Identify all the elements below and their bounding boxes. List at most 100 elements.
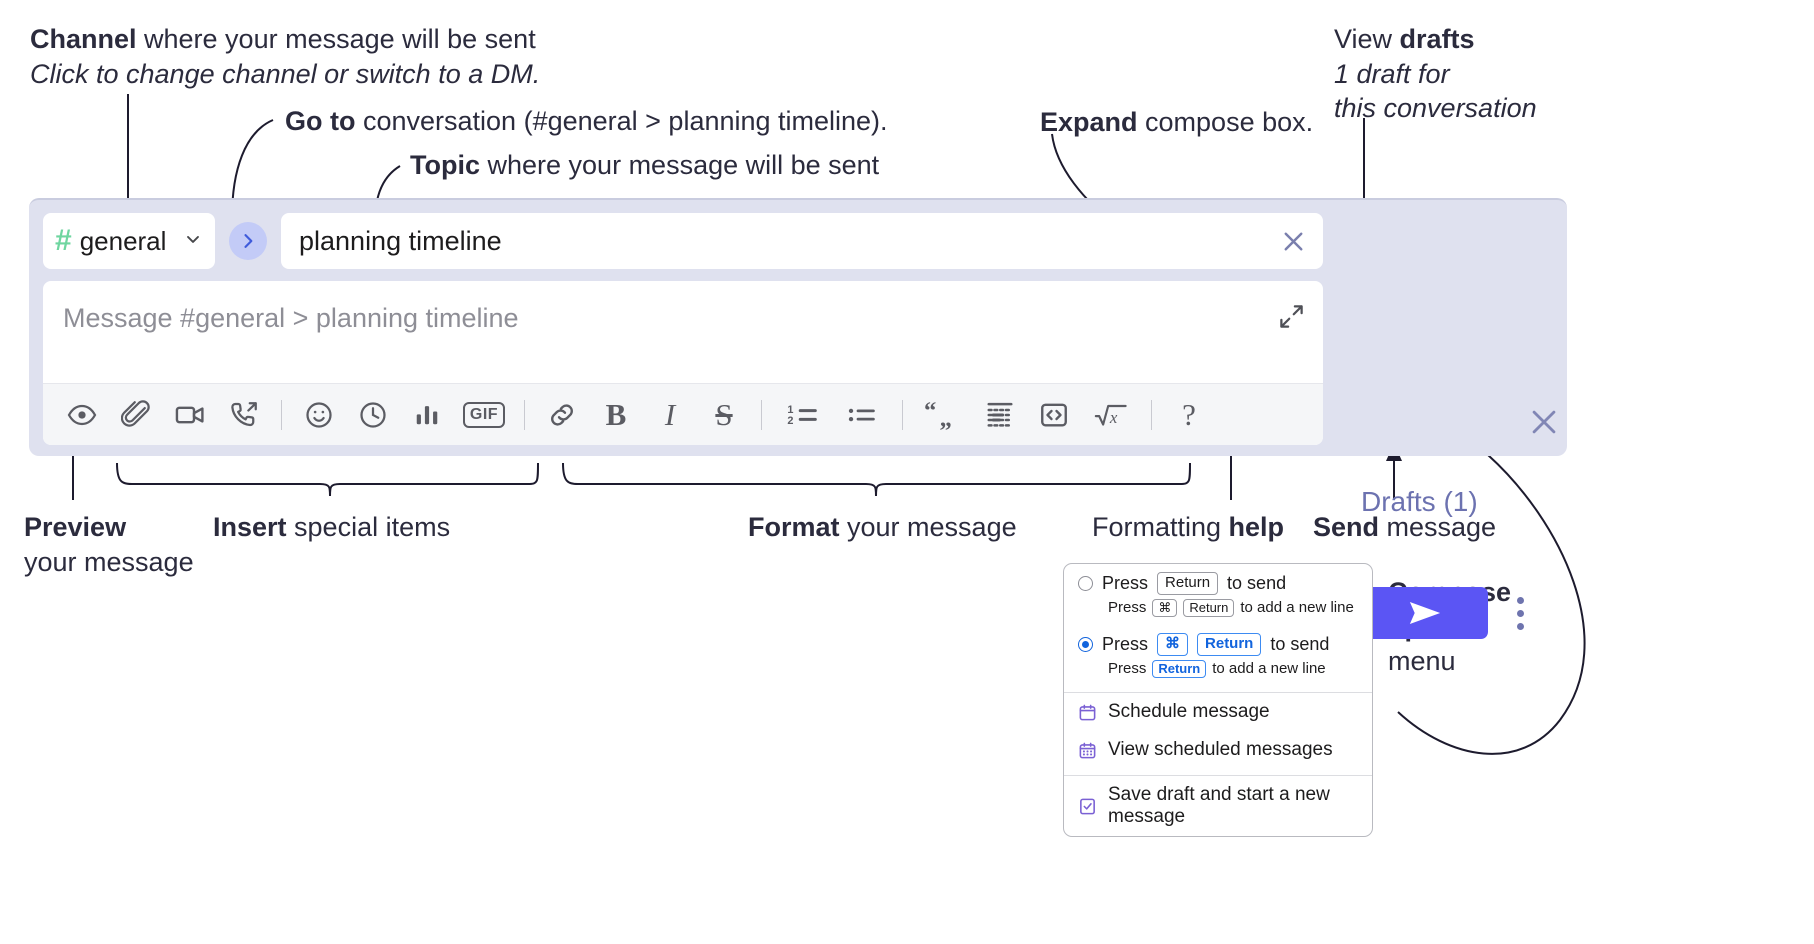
compose-options-dropdown: Press Return to send Press ⌘ Return to a… <box>1063 563 1373 837</box>
annotation-expand-bold: Expand <box>1040 107 1138 137</box>
goto-conversation-button[interactable] <box>229 222 267 260</box>
topic-value: planning timeline <box>299 225 502 256</box>
annotation-channel-rest: where your message will be sent <box>136 24 536 54</box>
chevron-down-icon <box>183 229 203 254</box>
gif-icon[interactable]: GIF <box>454 392 514 438</box>
annotation-topic-rest: where your message will be sent <box>480 150 880 180</box>
annotation-channel-italic: Click to change channel or switch to a D… <box>30 58 541 89</box>
annotation-insert-rest: special items <box>286 512 451 542</box>
annotation-insert: Insert special items <box>213 510 450 545</box>
menu-divider <box>1064 692 1372 693</box>
topic-field[interactable]: planning timeline <box>281 213 1323 269</box>
audio-call-icon[interactable] <box>217 392 271 438</box>
menu-item-schedule-message[interactable]: Schedule message <box>1064 693 1372 731</box>
bold-label: B <box>605 397 627 432</box>
preview-icon[interactable] <box>55 392 109 438</box>
annotation-insert-bold: Insert <box>213 512 287 542</box>
attachment-icon[interactable] <box>109 392 163 438</box>
dot <box>1516 622 1524 630</box>
strikethrough-icon[interactable]: S <box>697 392 751 438</box>
expand-icon[interactable] <box>1278 303 1305 335</box>
message-placeholder: Message #general > planning timeline <box>63 303 519 333</box>
send-option-cmd-return-sub: Press Return to add a new line <box>1064 658 1372 686</box>
italic-label: I <box>664 397 676 432</box>
annotation-send-bold: Send <box>1313 512 1380 542</box>
option1-to-send: to send <box>1227 572 1287 593</box>
poll-icon[interactable] <box>400 392 454 438</box>
annotation-drafts: View drafts 1 draft for this conversatio… <box>1334 22 1537 126</box>
compose-panel: # general planning timeline Message #gen… <box>29 198 1567 639</box>
send-button[interactable] <box>1362 587 1488 639</box>
toolbar-divider <box>761 399 762 430</box>
bold-icon[interactable]: B <box>589 392 643 438</box>
annotation-format-bold: Format <box>748 512 840 542</box>
ordered-list-icon[interactable]: 1 2 <box>772 392 832 438</box>
close-icon[interactable] <box>1527 405 1561 444</box>
annotation-preview-bold: Preview <box>24 512 127 542</box>
calendar-grid-icon <box>1078 741 1097 760</box>
save-draft-icon <box>1078 797 1097 816</box>
annotation-compose-rest: menu <box>1388 646 1456 677</box>
annotation-expand-rest: compose box. <box>1137 107 1314 137</box>
video-icon[interactable] <box>163 392 217 438</box>
math-icon[interactable]: x <box>1081 392 1141 438</box>
gif-label: GIF <box>462 401 506 428</box>
menu-item-view-scheduled[interactable]: View scheduled messages <box>1064 731 1372 769</box>
annotation-goto-rest: conversation (#general > planning timeli… <box>355 106 888 136</box>
emoji-icon[interactable] <box>292 392 346 438</box>
annotation-send-rest: message <box>1379 512 1497 542</box>
channel-selector[interactable]: # general <box>43 213 215 269</box>
help-label: ? <box>1182 397 1196 432</box>
annotation-formatting-help: Formatting help <box>1092 510 1284 545</box>
annotation-topic-bold: Topic <box>410 150 480 180</box>
menu-item-label: Save draft and start a new message <box>1108 784 1330 827</box>
annotation-help-bold: help <box>1228 512 1285 542</box>
radio-unselected[interactable] <box>1078 575 1093 591</box>
hash-icon: # <box>55 224 72 257</box>
svg-text:“: “ <box>924 400 936 424</box>
key-return: Return <box>1197 633 1262 656</box>
option1-press: Press <box>1102 572 1149 593</box>
link-icon[interactable] <box>535 392 589 438</box>
message-input-box[interactable]: Message #general > planning timeline <box>43 281 1323 445</box>
help-icon[interactable]: ? <box>1162 392 1216 438</box>
key-command: ⌘ <box>1152 598 1178 617</box>
clear-topic-icon[interactable] <box>1278 226 1309 257</box>
annotation-drafts-italic1: 1 draft for <box>1334 58 1450 89</box>
svg-text:x: x <box>1109 407 1118 426</box>
radio-selected[interactable] <box>1078 636 1093 652</box>
bulleted-list-icon[interactable] <box>832 392 892 438</box>
annotation-drafts-lead: View <box>1334 24 1400 54</box>
annotation-drafts-italic2: this conversation <box>1334 93 1537 124</box>
toolbar-divider <box>524 399 525 430</box>
send-arrow-icon <box>1409 602 1441 624</box>
annotation-help-lead: Formatting <box>1092 512 1229 542</box>
dot <box>1516 596 1524 604</box>
key-return: Return <box>1152 659 1207 678</box>
annotation-expand: Expand compose box. <box>1040 105 1313 140</box>
send-option-return[interactable]: Press Return to send <box>1064 564 1372 597</box>
annotation-channel: Channel where your message will be sent … <box>30 22 540 91</box>
option2-press: Press <box>1102 633 1149 654</box>
option2-sub-rest: to add a new line <box>1212 660 1326 678</box>
annotation-format-rest: your message <box>839 512 1017 542</box>
drafts-link[interactable]: Drafts (1) <box>1361 486 1478 517</box>
option1-sub-rest: to add a new line <box>1240 599 1354 617</box>
channel-name: general <box>79 225 167 256</box>
compose-options-menu-button[interactable] <box>1507 590 1533 636</box>
svg-text:2: 2 <box>787 414 793 426</box>
annotation-goto-bold: Go to <box>285 106 356 136</box>
blockquote-icon[interactable]: “ „ <box>913 392 973 438</box>
send-option-cmd-return[interactable]: Press ⌘ Return to send <box>1064 625 1372 658</box>
code-block-icon[interactable] <box>973 392 1027 438</box>
annotation-preview: Preview your message <box>24 510 194 579</box>
clock-icon[interactable] <box>346 392 400 438</box>
menu-item-save-draft[interactable]: Save draft and start a new message <box>1064 776 1372 836</box>
code-icon[interactable] <box>1027 392 1081 438</box>
svg-text:„: „ <box>940 405 952 430</box>
annotation-topic: Topic where your message will be sent <box>410 148 879 183</box>
italic-icon[interactable]: I <box>643 392 697 438</box>
toolbar-divider <box>281 399 282 430</box>
menu-divider <box>1064 775 1372 776</box>
